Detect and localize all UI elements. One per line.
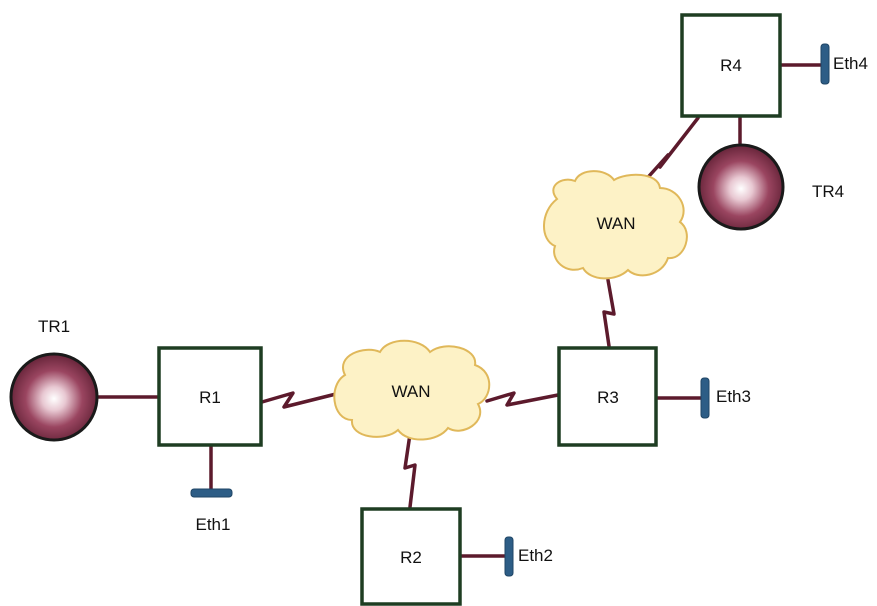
ethernet-eth2-bar <box>504 536 514 577</box>
ethernet-eth4-bar <box>820 43 830 85</box>
token-ring-tr1-label: TR1 <box>38 317 70 336</box>
wan-cloud-top: WAN <box>543 170 688 280</box>
ethernet-eth3-bar <box>700 377 710 419</box>
ethernet-eth1: Eth1 <box>190 488 233 534</box>
router-r1: R1 <box>157 346 263 447</box>
router-r1-label: R1 <box>199 388 221 407</box>
ethernet-eth3-label: Eth3 <box>716 387 751 406</box>
ethernet-eth1-bar <box>190 488 233 498</box>
serial-link-wan-r3 <box>485 391 560 407</box>
token-ring-tr4-label: TR4 <box>812 182 844 201</box>
wan-cloud-left: WAN <box>333 339 491 441</box>
ethernet-eth2: Eth2 <box>504 536 553 577</box>
token-ring-tr1: TR1 <box>9 317 99 442</box>
serial-link-r3-wan <box>602 278 616 348</box>
wan-left-label: WAN <box>391 382 430 401</box>
router-r2: R2 <box>360 507 462 606</box>
ethernet-eth4-label: Eth4 <box>833 54 868 73</box>
ethernet-eth4: Eth4 <box>820 43 868 85</box>
router-r4-label: R4 <box>720 56 742 75</box>
serial-link-r1-wan <box>260 391 338 409</box>
wan-top-label: WAN <box>596 214 635 233</box>
router-r2-label: R2 <box>400 548 422 567</box>
ethernet-eth1-label: Eth1 <box>196 515 231 534</box>
token-ring-tr4: TR4 <box>697 143 844 231</box>
serial-link-wan-r4 <box>639 116 700 187</box>
router-r3-label: R3 <box>597 388 619 407</box>
router-r4: R4 <box>680 13 782 118</box>
ethernet-eth2-label: Eth2 <box>518 546 553 565</box>
router-r3: R3 <box>557 346 658 447</box>
ethernet-eth3: Eth3 <box>700 377 751 419</box>
serial-link-wan-r2 <box>403 432 417 509</box>
